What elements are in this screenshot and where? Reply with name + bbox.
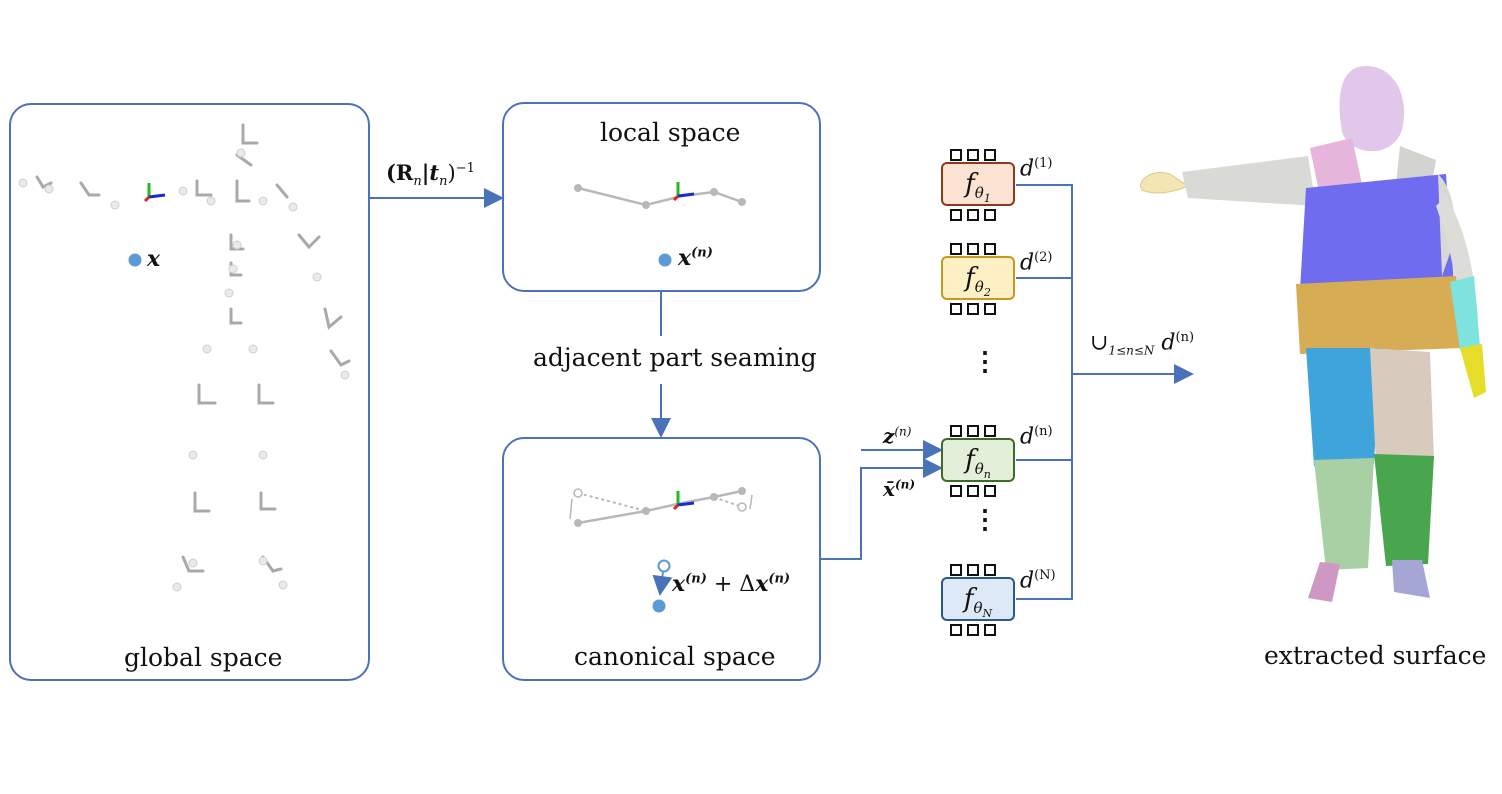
canonical-point — [652, 599, 666, 613]
mlp-n-top-units — [950, 425, 996, 437]
local-point — [658, 253, 672, 267]
global-space-label: global space — [124, 643, 283, 672]
global-point — [128, 253, 142, 267]
mlp-2-output: d(2) — [1020, 250, 1053, 276]
mlp-n-bottom-units — [950, 485, 996, 497]
out-1 — [1016, 184, 1073, 600]
skeleton-joints — [18, 123, 351, 592]
z-label: z(n) — [883, 424, 912, 448]
canonical-to-network — [821, 458, 943, 560]
mlp-N-output: d(N) — [1020, 568, 1056, 594]
global-space-panel: x global space — [9, 103, 370, 681]
mlp-n-output: d(n) — [1020, 424, 1053, 450]
extracted-surface-figure — [1140, 66, 1486, 602]
xbar-label: x̄(n) — [883, 477, 916, 501]
canonical-point-label: x(n) + Δx(n) — [672, 571, 791, 597]
mlp-1-top-units — [950, 149, 996, 161]
mlp-1-bottom-units — [950, 209, 996, 221]
ellipsis-lower: ⋮ — [972, 505, 998, 535]
mlp-2-bottom-units — [950, 303, 996, 315]
local-space-label: local space — [600, 118, 741, 147]
local-point-label: x(n) — [678, 245, 713, 271]
extracted-surface-label: extracted surface — [1264, 641, 1487, 670]
mlp-2-top-units — [950, 243, 996, 255]
canonical-space-panel: x(n) + Δx(n) canonical space — [502, 437, 821, 681]
local-space-panel: local space x(n) — [502, 102, 821, 292]
mlp-1-output: d(1) — [1020, 156, 1053, 182]
canonical-skeleton — [569, 487, 753, 613]
mlp-1: fθ1 — [941, 162, 1015, 206]
ellipsis-upper: ⋮ — [972, 347, 998, 377]
union-label: ∪1≤n≤N d(n) — [1090, 330, 1195, 358]
local-skeleton — [574, 182, 746, 267]
mlp-2: fθ2 — [941, 256, 1015, 300]
canonical-old-point — [657, 559, 671, 573]
mlp-n: fθn — [941, 438, 1015, 482]
mlp-N-bottom-units — [950, 624, 996, 636]
mlp-N: fθN — [941, 577, 1015, 621]
global-point-label: x — [147, 246, 161, 272]
mlp-N-top-units — [950, 564, 996, 576]
transform-label: (Rn|tn)−1 — [386, 160, 475, 190]
canonical-space-label: canonical space — [574, 642, 776, 671]
seaming-label: adjacent part seaming — [533, 343, 817, 372]
